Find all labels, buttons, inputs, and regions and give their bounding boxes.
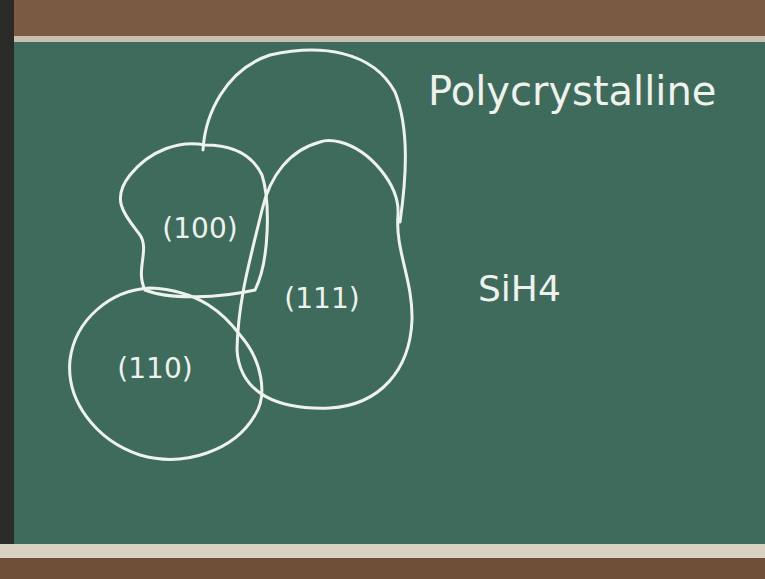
chalk-tray	[0, 544, 765, 558]
grain-region: (110)	[60, 280, 275, 475]
grain-outline	[203, 50, 405, 222]
grain-region: (100)	[105, 135, 280, 305]
wood-frame-bottom	[0, 558, 765, 579]
grain-boundary	[70, 288, 262, 459]
board-edge-left	[0, 0, 14, 579]
orientation-label: (110)	[117, 352, 192, 385]
chalk-note: Polycrystalline	[428, 68, 716, 114]
chalk-ledge-top	[0, 36, 765, 42]
orientation-label: (111)	[284, 282, 359, 315]
grain-boundary	[237, 141, 412, 409]
chalk-note: SiH4	[478, 268, 561, 309]
grain-region: (111)	[225, 130, 425, 420]
grain-outline	[225, 130, 425, 420]
wood-frame-top	[0, 0, 765, 42]
orientation-label: (100)	[162, 212, 237, 245]
